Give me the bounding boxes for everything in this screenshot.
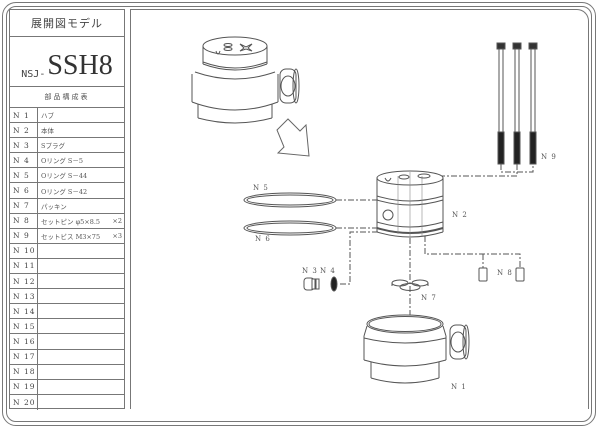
part-name-text: パッキン [41,202,67,211]
o-ring-s44 [243,192,337,208]
parts-row: N 11 [10,258,124,275]
inner-frame [6,6,592,422]
part-number: N 14 [10,304,38,319]
packing-illustration [391,279,429,291]
assembled-unit-illustration [191,36,300,124]
diagram-title: 展開図モデル [10,10,124,37]
parts-row: N 17 [10,349,124,365]
part-name-text: 本体 [41,127,54,136]
callout-n4: N 4 [320,267,336,275]
parts-row: N 19 [10,379,124,395]
part-name: 本体 [38,123,124,137]
parts-table-title: 部品構成表 [10,87,124,108]
part-name: ハブ [38,108,124,122]
callout-n5: N 5 [253,184,269,192]
model-prefix: NSJ- [21,69,46,80]
part-number: N 11 [10,258,38,274]
part-name-text: Oリング S－44 [41,172,88,181]
set-pin [515,267,525,282]
part-number: N 16 [10,334,38,349]
part-number: N 5 [10,168,38,183]
part-name: Oリング S－5 [38,153,124,167]
part-name-text: Sプラグ [41,142,65,151]
part-number: N 17 [10,349,38,364]
part-name-text: Oリング S－42 [41,187,88,196]
plug-illustration [303,277,320,291]
part-number: N 3 [10,138,38,153]
part-name: セットビス M3×75 ×3 [38,229,124,243]
part-number: N 12 [10,274,38,289]
part-name: Oリング S－42 [38,183,124,197]
part-name-text: Oリング S－5 [41,157,83,166]
callout-n8: N 8 [497,269,513,277]
part-number: N 19 [10,379,38,394]
part-name-text: ハブ [41,112,54,121]
body-illustration [376,170,444,238]
part-name-text: セットピン φ5×8.5 [41,217,101,226]
part-number: N 7 [10,198,38,213]
part-name: セットピン φ5×8.5 ×2 [38,214,124,228]
part-name: Oリング S－44 [38,168,124,182]
part-number: N 10 [10,243,38,258]
parts-row: N 14 [10,304,124,320]
callout-n9: N 9 [541,153,557,161]
set-pin [478,267,488,282]
part-qty: ×3 [112,231,122,240]
part-number: N 8 [10,213,38,228]
part-number: N 20 [10,394,38,410]
part-name: Sプラグ [38,138,124,152]
callout-n1: N 1 [451,383,467,391]
parts-row: N 16 [10,334,124,350]
parts-row: N 18 [10,364,124,380]
part-number: N 9 [10,228,38,243]
outer-frame [2,2,596,426]
hub-illustration [363,314,470,384]
part-number: N 18 [10,364,38,379]
part-number: N 4 [10,153,38,168]
model-number: NSJ- SSH8 [10,37,124,87]
part-number: N 15 [10,319,38,334]
part-name-text: セットビス M3×75 [41,232,101,241]
parts-row: N 10 [10,243,124,259]
callout-n2: N 2 [452,211,468,219]
model-name: SSH8 [47,50,113,81]
part-number: N 6 [10,183,38,198]
part-name: パッキン [38,199,124,213]
parts-row: N 12 [10,274,124,290]
part-qty: ×2 [112,216,122,225]
o-ring-s5 [330,276,338,292]
drawing-area [130,9,589,409]
callout-n6: N 6 [255,235,271,243]
callout-n7: N 7 [421,294,437,302]
parts-row: N 20 [10,394,124,410]
callout-n3: N 3 [302,267,318,275]
explode-arrow [276,118,310,157]
part-number: N 2 [10,123,38,138]
parts-row: N 15 [10,319,124,335]
o-ring-s42 [243,220,337,236]
set-screws-illustration [496,42,538,165]
parts-row: N 13 [10,289,124,305]
part-number: N 1 [10,108,38,123]
part-number: N 13 [10,289,38,304]
